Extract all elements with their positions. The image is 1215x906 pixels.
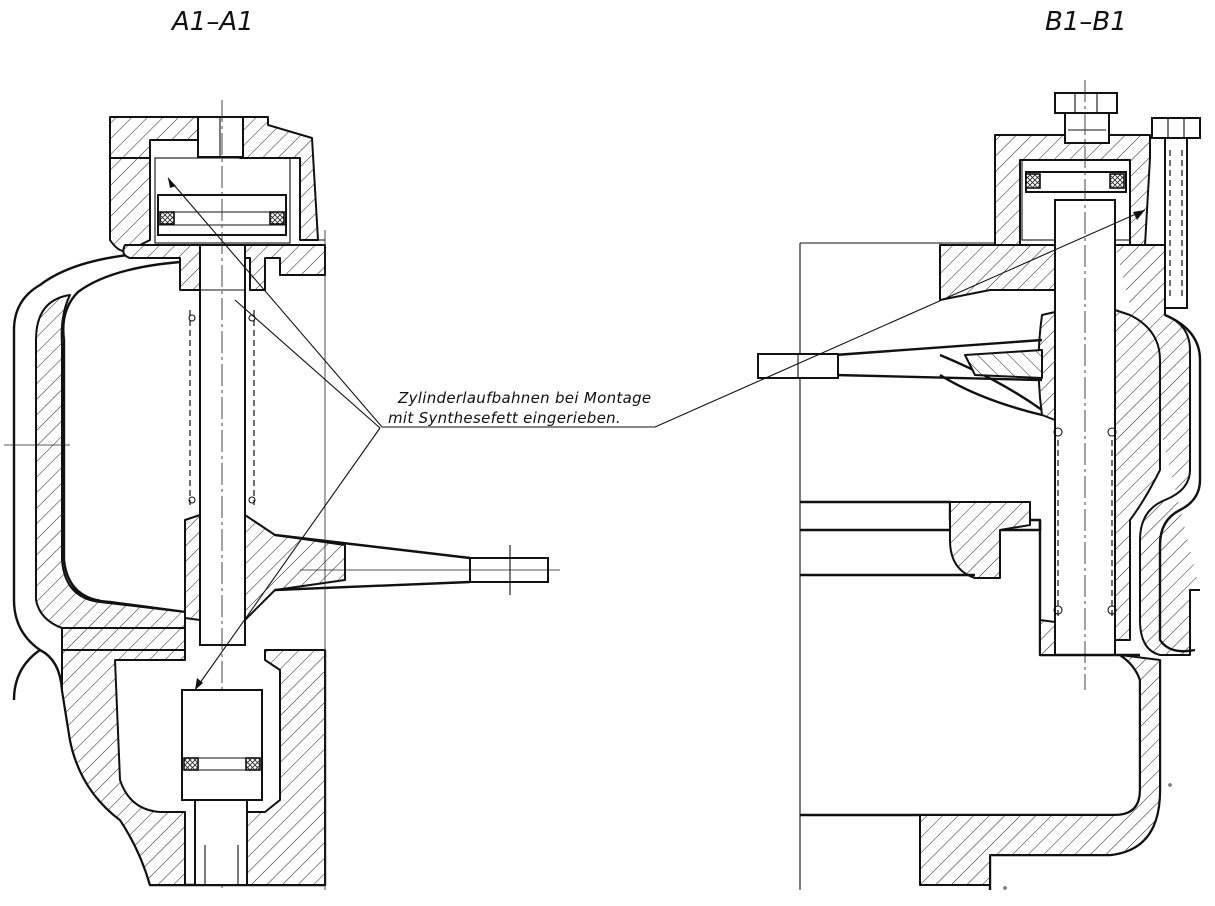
seal-ring [1025, 173, 1041, 189]
seal-ring [183, 757, 199, 771]
assembly-note-line1: Zylinderlaufbahnen bei Montage [397, 389, 651, 407]
lower-piston [181, 689, 263, 801]
seal-ring [269, 211, 285, 225]
section-view-b1 [757, 80, 1202, 890]
seal-ring [159, 211, 175, 225]
assembly-note-line2: mit Synthesefett eingerieben. [388, 409, 621, 427]
hex-bolt [1054, 92, 1118, 114]
cylinder-shaft [199, 244, 246, 646]
side-screw [1151, 117, 1201, 139]
section-title-b1: B1–B1 [1045, 7, 1127, 37]
section-view-a1 [4, 100, 560, 890]
seal-ring [245, 757, 261, 771]
section-title-a1: A1–A1 [170, 7, 254, 37]
seal-ring [1109, 173, 1125, 189]
annotation-leaders [167, 177, 1146, 691]
